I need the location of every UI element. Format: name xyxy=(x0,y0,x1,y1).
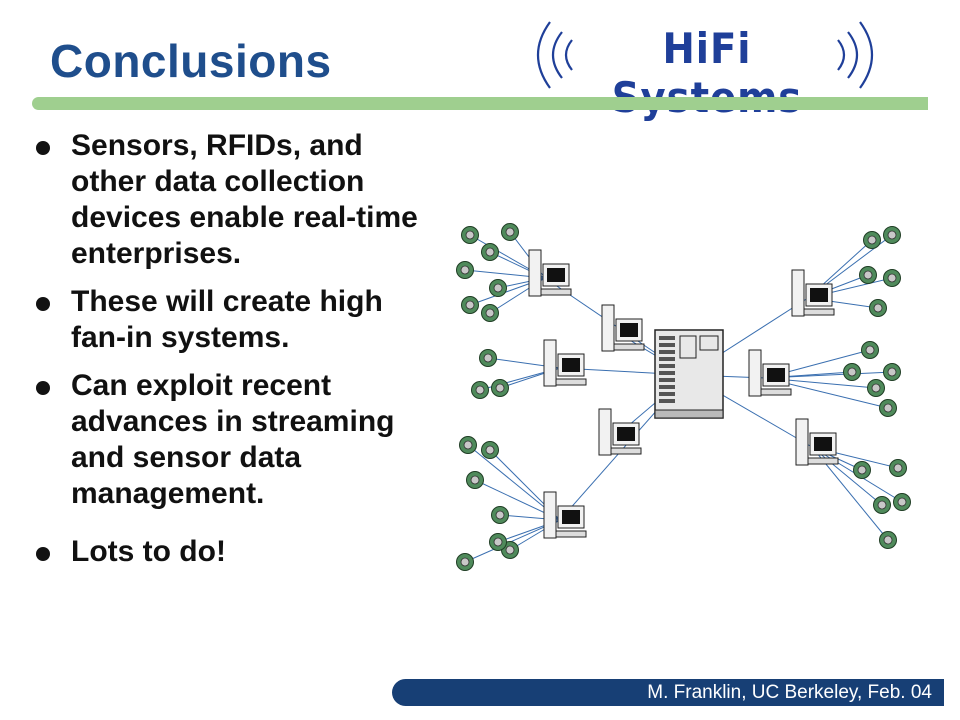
sensor-node-icon xyxy=(859,266,877,284)
fan-in-network-diagram xyxy=(456,223,911,571)
sensor-node-icon xyxy=(481,243,499,261)
footer-text: M. Franklin, UC Berkeley, Feb. 04 xyxy=(647,682,932,703)
sensor-node-icon xyxy=(863,231,881,249)
sensor-node-icon xyxy=(461,226,479,244)
workstation-icon xyxy=(748,349,792,397)
sensor-node-icon xyxy=(489,279,507,297)
sensor-node-icon xyxy=(873,496,891,514)
workstation-icon xyxy=(543,491,587,539)
sensor-node-icon xyxy=(867,379,885,397)
bullet-dot-icon xyxy=(36,141,50,155)
sensor-node-icon xyxy=(466,471,484,489)
slide-title: Conclusions xyxy=(50,35,332,87)
title-divider xyxy=(32,97,928,110)
workstation-icon xyxy=(795,418,839,466)
sensor-node-icon xyxy=(843,363,861,381)
sensor-node-icon xyxy=(879,531,897,549)
sensor-node-icon xyxy=(481,304,499,322)
bullet-item: Sensors, RFIDs, and other data collectio… xyxy=(36,128,446,272)
server-icon xyxy=(654,329,724,419)
workstation-icon xyxy=(528,249,572,297)
sensor-node-icon xyxy=(893,493,911,511)
sensor-node-icon xyxy=(869,299,887,317)
sensor-node-icon xyxy=(456,261,474,279)
workstation-icon xyxy=(598,408,642,456)
sensor-node-icon xyxy=(889,459,907,477)
sensor-node-icon xyxy=(456,553,474,571)
bullet-dot-icon xyxy=(36,547,50,561)
sensor-node-icon xyxy=(883,226,901,244)
sensor-node-icon xyxy=(481,441,499,459)
bullet-item: Lots to do! xyxy=(36,534,446,570)
sensor-node-icon xyxy=(879,399,897,417)
sensor-node-icon xyxy=(883,269,901,287)
sensor-node-icon xyxy=(479,349,497,367)
bullet-list: Sensors, RFIDs, and other data collectio… xyxy=(36,128,446,582)
workstation-icon xyxy=(791,269,835,317)
workstation-icon xyxy=(543,339,587,387)
sensor-node-icon xyxy=(491,506,509,524)
bullet-item: Can exploit recent advances in streaming… xyxy=(36,368,446,512)
bullet-dot-icon xyxy=(36,381,50,395)
sensor-node-icon xyxy=(461,296,479,314)
radio-waves-icon xyxy=(537,21,873,89)
sensor-node-icon xyxy=(471,381,489,399)
sensor-node-icon xyxy=(491,379,509,397)
bullet-item: These will create high fan-in systems. xyxy=(36,284,446,356)
workstation-icon xyxy=(601,304,645,352)
sensor-node-icon xyxy=(489,533,507,551)
bullet-dot-icon xyxy=(36,297,50,311)
footer-bar: M. Franklin, UC Berkeley, Feb. 04 xyxy=(392,679,944,706)
sensor-node-icon xyxy=(459,436,477,454)
sensor-node-icon xyxy=(501,223,519,241)
hifi-systems-logo: HiFi Systems xyxy=(520,10,890,122)
sensor-node-icon xyxy=(853,461,871,479)
sensor-node-icon xyxy=(883,363,901,381)
sensor-node-icon xyxy=(861,341,879,359)
